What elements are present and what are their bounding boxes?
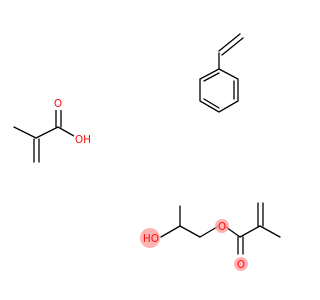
structure-canvas: O OH HO O O [13,33,281,271]
ester-oxygen-highlight [215,219,229,233]
ester-oxygen-label: O [218,221,226,233]
benzene-inner-bond-1 [203,72,220,82]
ester-carbonyl-oxygen-highlight [234,257,248,271]
hydroxypropyl-methacrylate: HO O O [140,202,281,271]
vinyl-double-bond-outer [218,33,241,52]
hydroxyl-bond [57,126,75,137]
carbinol-to-ch2-bond [179,225,201,238]
benzene-inner-bond-3 [203,98,220,109]
carbinol-to-ho-bond [160,225,181,238]
vinyl-double-bond-inner [221,37,244,56]
ester-carbonyl-oxygen-label: O [237,259,245,271]
methacrylic-acid: O OH [13,98,92,163]
carbonyl-to-alpha-bond [239,225,261,238]
ch2-to-ester-o-bond [199,226,218,238]
hydroxyl-label: OH [75,134,91,146]
alpha-to-carboxyl-bond [35,126,59,139]
styrene [199,33,244,113]
carbonyl-oxygen-label: O [54,98,62,110]
ho-highlight [140,228,160,248]
alpha-methyl-bond [259,225,281,238]
benzene-ring [199,68,239,113]
methyl-bond [13,126,37,139]
hydroxyl-ho-label: HO [143,233,159,245]
